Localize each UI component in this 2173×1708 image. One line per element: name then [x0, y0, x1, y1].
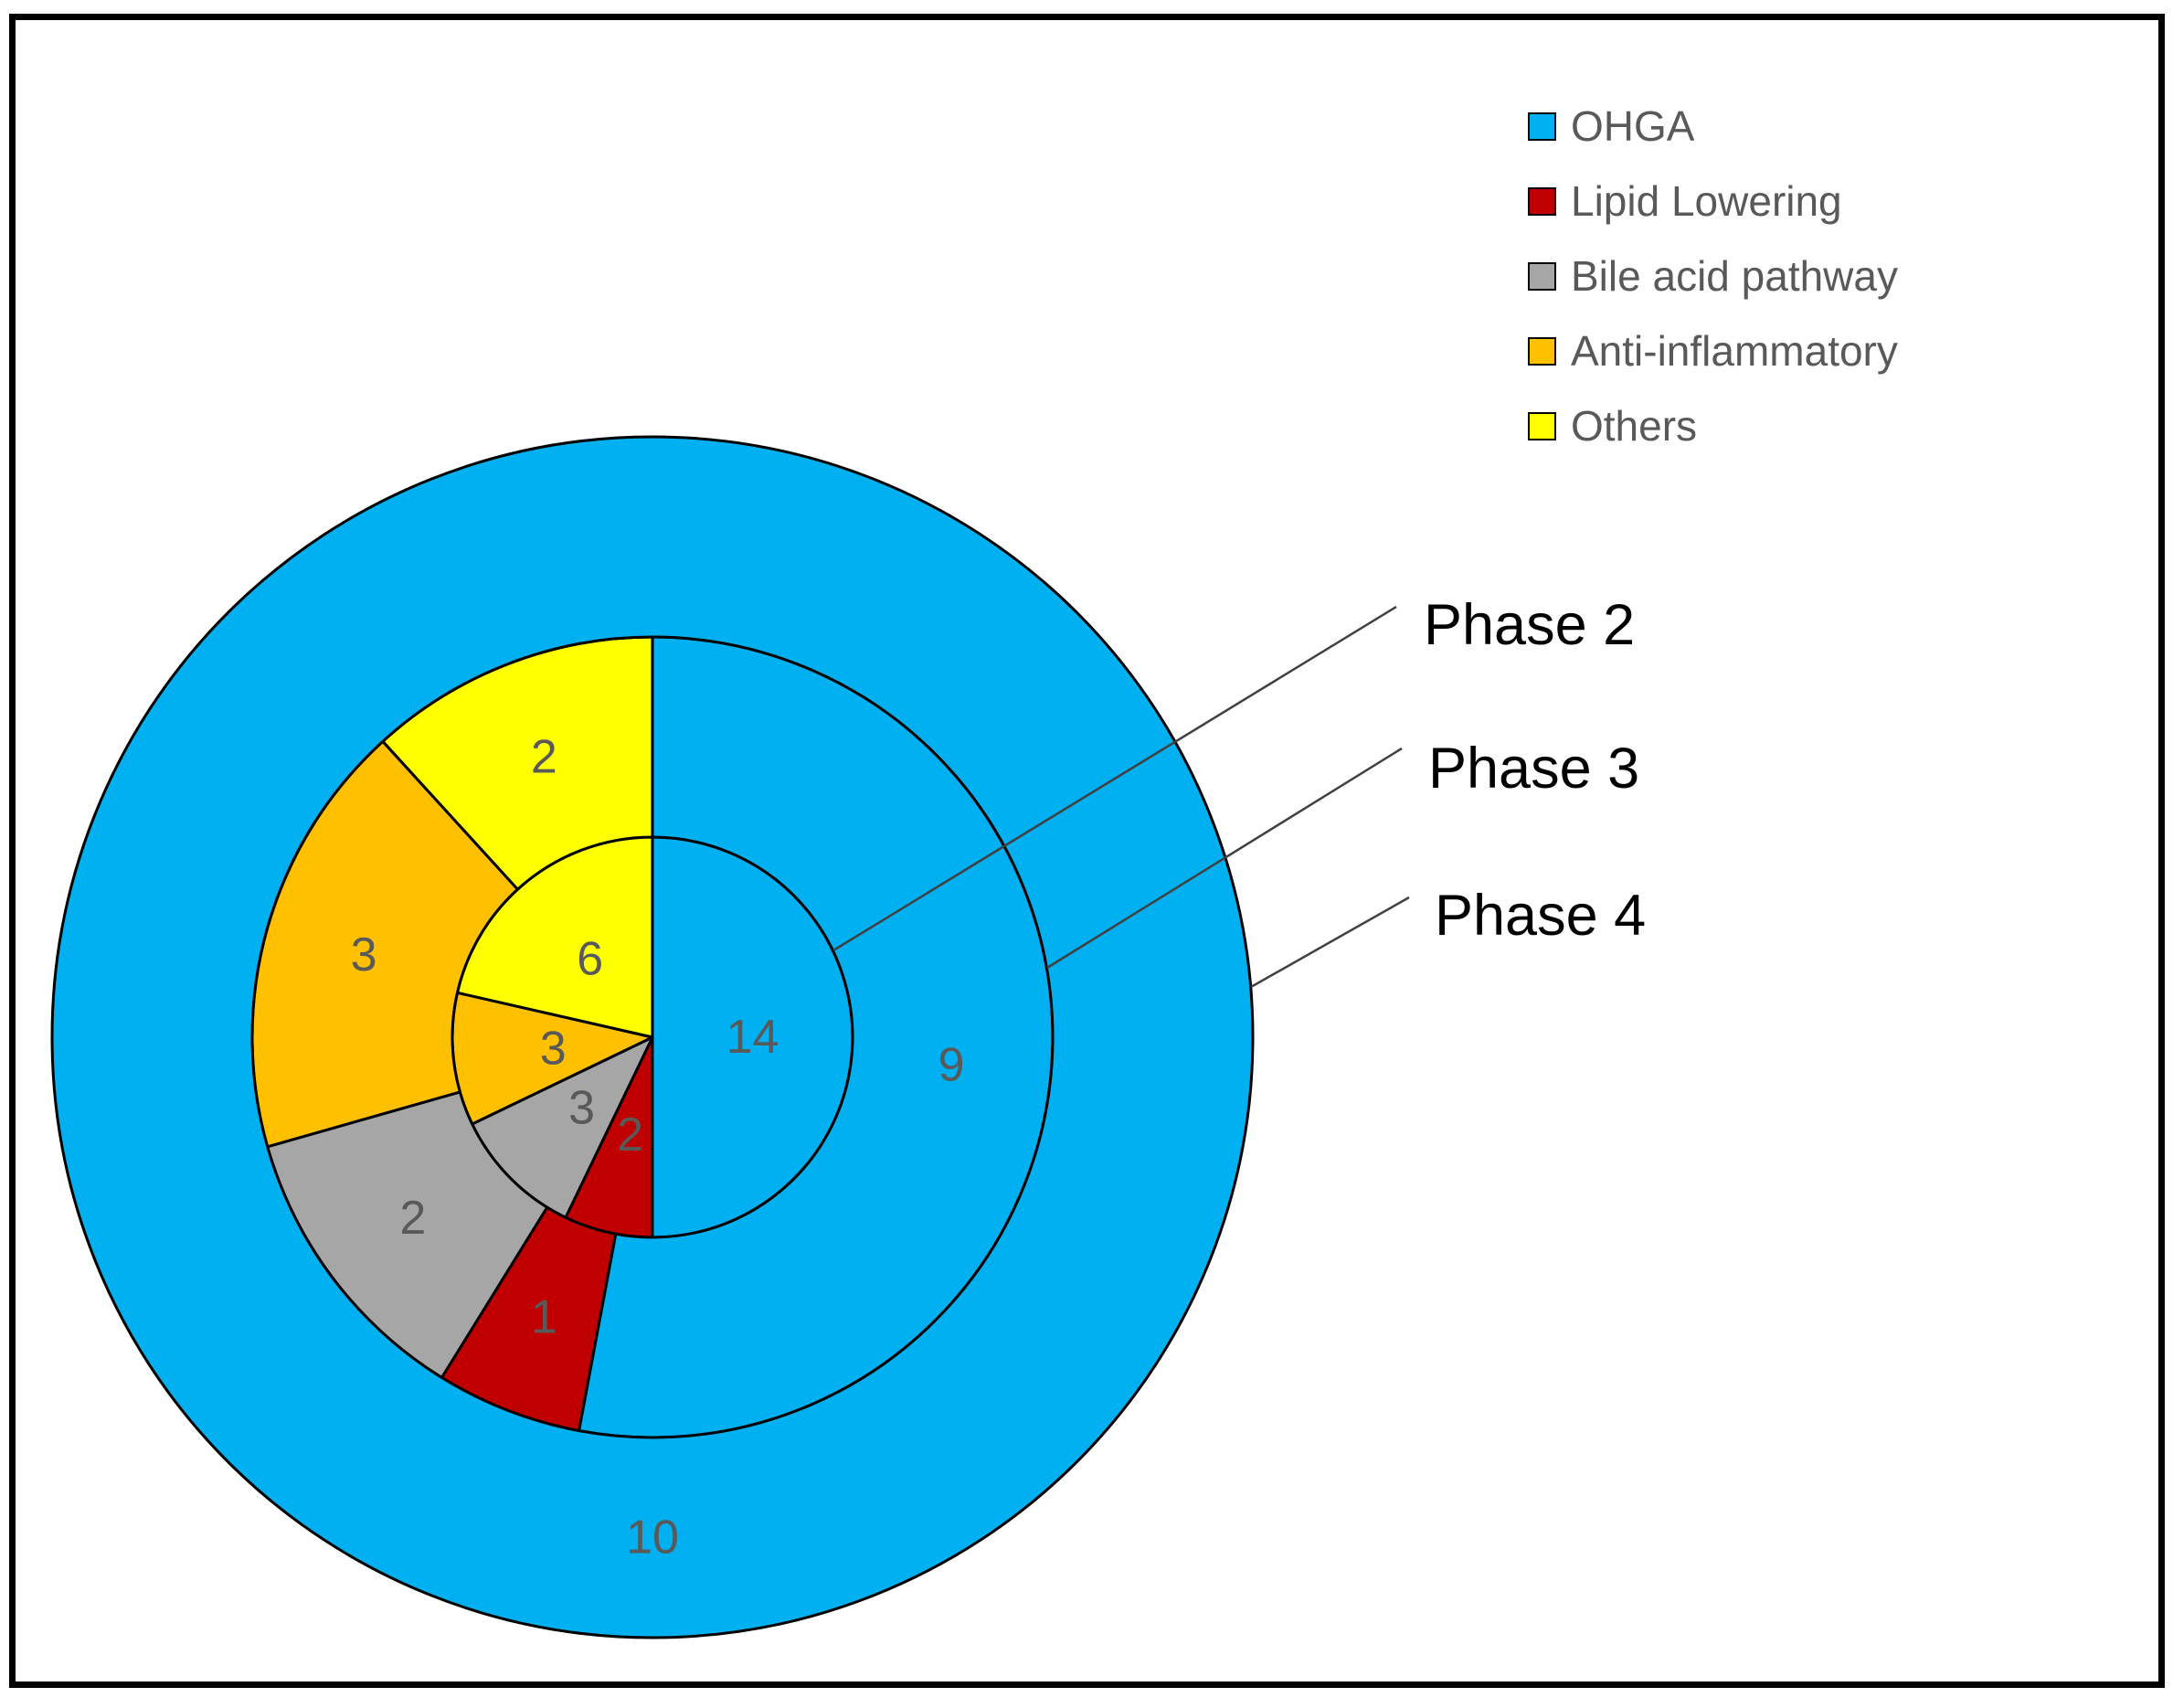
legend-label: Others — [1571, 402, 1698, 450]
legend-item-anti-inflammatory: Anti-inflammatory — [1528, 313, 1898, 388]
legend-item-ohga: OHGA — [1528, 89, 1898, 164]
annotation-phase-4: Phase 4 — [1435, 884, 1647, 948]
data-label: 9 — [938, 1038, 965, 1091]
legend-swatch-icon — [1528, 111, 1556, 141]
data-label: 2 — [531, 731, 557, 784]
slice-phase-4-ohga — [50, 435, 1255, 1639]
leader-line — [1250, 896, 1410, 989]
legend-item-bile-acid-pathway: Bile acid pathway — [1528, 239, 1898, 313]
legend-swatch-icon — [1528, 411, 1556, 440]
data-label: 3 — [540, 1022, 567, 1075]
data-label: 2 — [399, 1192, 426, 1245]
legend-label: Anti-inflammatory — [1571, 327, 1898, 375]
data-label: 2 — [617, 1109, 643, 1162]
legend-label: Bile acid pathway — [1571, 252, 1898, 300]
data-label: 14 — [726, 1011, 779, 1064]
leader-line — [1046, 747, 1403, 970]
legend-swatch-icon — [1528, 186, 1556, 216]
legend-swatch-icon — [1528, 261, 1556, 291]
legend: OHGA Lipid Lowering Bile acid pathway An… — [1528, 89, 1898, 463]
annotation-phase-3: Phase 3 — [1428, 737, 1640, 801]
data-label: 1 — [531, 1290, 557, 1343]
legend-label: OHGA — [1571, 102, 1695, 150]
data-label: 6 — [577, 932, 603, 985]
legend-item-lipid-lowering: Lipid Lowering — [1528, 164, 1898, 239]
data-label: 3 — [568, 1081, 595, 1134]
leader-line — [832, 605, 1397, 952]
data-label: 10 — [626, 1512, 679, 1565]
annotation-phase-2: Phase 2 — [1424, 593, 1636, 657]
legend-item-others: Others — [1528, 388, 1898, 463]
legend-swatch-icon — [1528, 336, 1556, 366]
data-label: 3 — [351, 928, 377, 981]
legend-label: Lipid Lowering — [1571, 177, 1842, 225]
